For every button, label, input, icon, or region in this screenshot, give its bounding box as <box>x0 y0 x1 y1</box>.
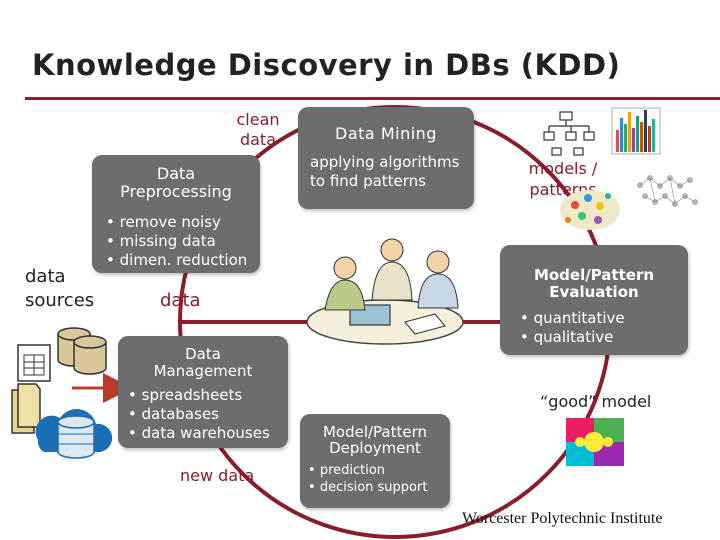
title-underline <box>25 97 720 100</box>
list-item: qualitative <box>520 328 688 347</box>
preprocessing-title: Data Preprocessing <box>120 164 232 201</box>
evaluation-box: Model/Pattern Evaluation quantitative qu… <box>500 245 688 355</box>
list-item: data warehouses <box>128 424 288 443</box>
deployment-box: Model/Pattern Deployment prediction deci… <box>300 414 450 508</box>
management-box: Data Management spreadsheets databases d… <box>118 336 288 448</box>
list-item: decision support <box>308 479 450 496</box>
evaluation-title: Model/Pattern Evaluation <box>533 266 655 301</box>
list-item: dimen. reduction <box>106 251 260 270</box>
data-sources-label: data sources <box>25 266 95 311</box>
list-item: prediction <box>308 462 450 479</box>
deployment-list: prediction decision support <box>308 462 450 496</box>
list-item: quantitative <box>520 309 688 328</box>
data-label: data <box>160 290 201 311</box>
evaluation-list: quantitative qualitative <box>520 309 688 347</box>
clean-data-label: clean data <box>236 110 280 149</box>
mining-subtitle: applying algorithms to find patterns <box>310 153 460 190</box>
models-patterns-label: models / patterns <box>528 159 598 199</box>
list-item: databases <box>128 405 288 424</box>
footer-institution: Worcester Polytechnic Institute <box>462 510 663 527</box>
good-model-label: “good” model <box>540 392 652 411</box>
management-list: spreadsheets databases data warehouses <box>128 386 288 443</box>
preprocessing-list: remove noisy missing data dimen. reducti… <box>106 213 260 270</box>
slide-title: Knowledge Discovery in DBs (KDD) <box>32 48 621 82</box>
new-data-label: new data <box>180 466 255 485</box>
management-title: Data Management <box>153 345 253 380</box>
list-item: missing data <box>106 232 260 251</box>
deployment-title: Model/Pattern Deployment <box>322 423 428 457</box>
mining-box: Data Mining applying algorithms to find … <box>298 107 474 209</box>
mining-title: Data Mining <box>335 124 437 143</box>
preprocessing-box: Data Preprocessing remove noisy missing … <box>92 155 260 273</box>
list-item: remove noisy <box>106 213 260 232</box>
list-item: spreadsheets <box>128 386 288 405</box>
